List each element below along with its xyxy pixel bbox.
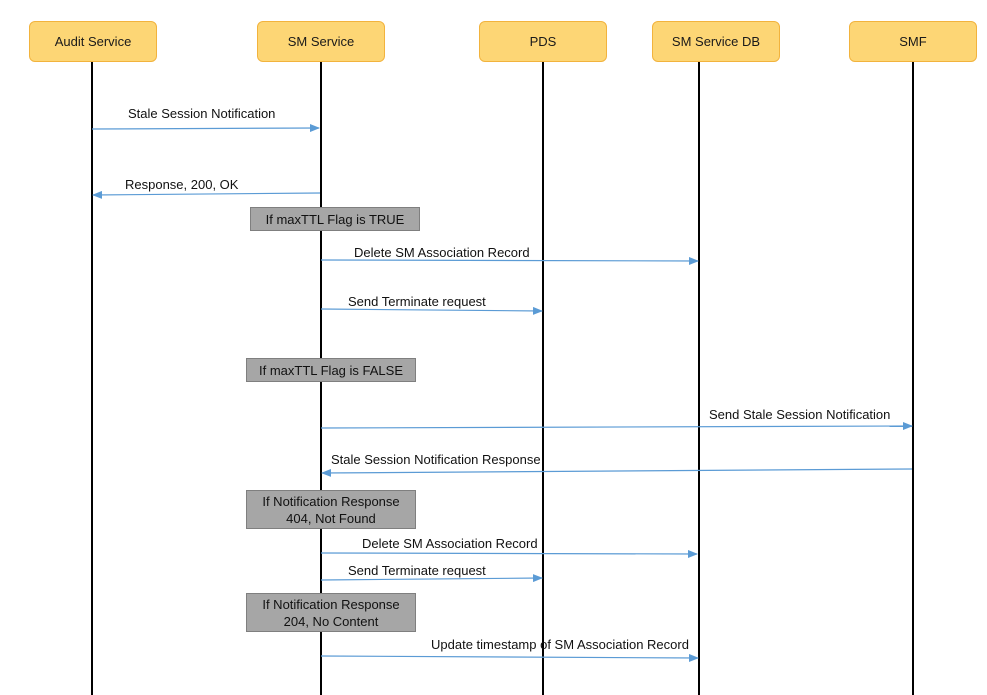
condition-maxttl-true: If maxTTL Flag is TRUE (250, 207, 420, 231)
condition-maxttl-true-label: If maxTTL Flag is TRUE (265, 211, 405, 227)
actor-sm-service-db: SM Service DB (652, 21, 780, 62)
condition-maxttl-false-label: If maxTTL Flag is FALSE (258, 362, 403, 378)
arrow-delete-sm-association-record-1 (320, 256, 699, 265)
message-send-stale-session-notification: Send Stale Session Notification (709, 407, 891, 422)
condition-response-204: If Notification Response 204, No Content (246, 593, 416, 632)
lifeline-sm-service-db (698, 62, 700, 695)
message-update-timestamp: Update timestamp of SM Association Recor… (431, 637, 689, 652)
condition-maxttl-false: If maxTTL Flag is FALSE (246, 358, 416, 382)
lifeline-audit-service (91, 62, 93, 695)
message-delete-sm-association-record-1: Delete SM Association Record (354, 245, 530, 260)
message-stale-session-notification-response: Stale Session Notification Response (331, 452, 541, 467)
arrow-send-terminate-request-2 (320, 574, 543, 583)
actor-pds: PDS (479, 21, 607, 62)
arrow-response-200-ok (92, 190, 321, 199)
condition-response-404-label: If Notification Response 404, Not Found (262, 493, 400, 526)
message-send-terminate-request-2: Send Terminate request (348, 563, 486, 578)
arrow-update-timestamp (320, 653, 699, 662)
actor-pds-label: PDS (529, 34, 557, 49)
condition-response-204-label: If Notification Response 204, No Content (262, 596, 400, 629)
arrow-send-stale-session-notification (320, 422, 913, 431)
message-send-terminate-request-1: Send Terminate request (348, 294, 486, 309)
message-stale-session-notification: Stale Session Notification (128, 106, 276, 121)
actor-sm-service-label: SM Service (287, 34, 355, 49)
actor-audit-service: Audit Service (29, 21, 157, 62)
actor-sm-service-db-label: SM Service DB (671, 34, 761, 49)
actor-smf-label: SMF (899, 34, 927, 49)
lifeline-pds (542, 62, 544, 695)
actor-audit-service-label: Audit Service (54, 34, 132, 49)
lifeline-smf (912, 62, 914, 695)
arrow-stale-session-notification-response (321, 468, 913, 477)
actor-sm-service: SM Service (257, 21, 385, 62)
condition-response-404: If Notification Response 404, Not Found (246, 490, 416, 529)
message-delete-sm-association-record-2: Delete SM Association Record (362, 536, 538, 551)
message-response-200-ok: Response, 200, OK (125, 177, 239, 192)
arrow-stale-session-notification (91, 124, 320, 133)
actor-smf: SMF (849, 21, 977, 62)
arrow-delete-sm-association-record-2 (320, 549, 698, 558)
arrow-send-terminate-request-1 (320, 306, 543, 315)
